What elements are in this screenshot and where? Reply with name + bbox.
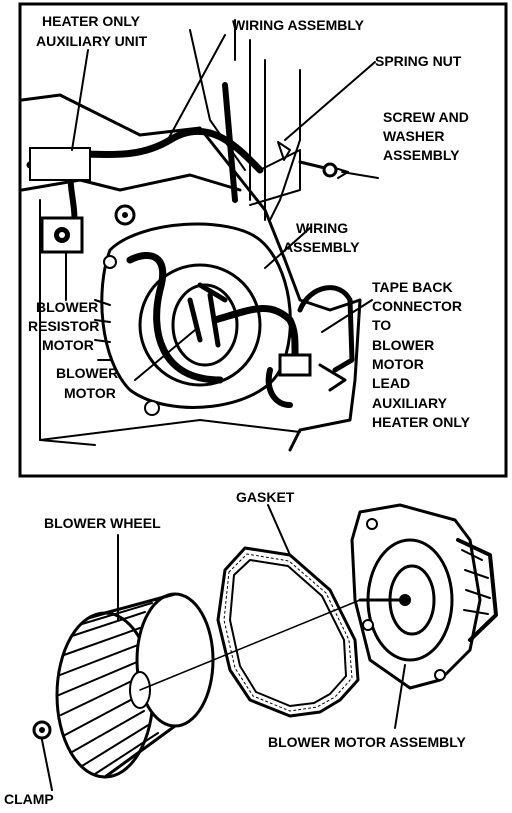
label-wiring: WIRING <box>296 220 348 236</box>
label-gasket: GASKET <box>236 489 295 505</box>
blower-motor-plate <box>94 204 292 416</box>
label-heater-only-2: HEATER ONLY <box>372 414 471 430</box>
label-assembly-2: ASSEMBLY <box>283 239 360 255</box>
label-motor: MOTOR <box>372 356 424 372</box>
blower-resistor <box>40 216 84 254</box>
top-leader-lines <box>65 34 379 381</box>
top-panel: HEATER ONLY AUXILIARY UNIT WIRING ASSEMB… <box>18 2 508 478</box>
label-wiring-assembly-top: WIRING ASSEMBLY <box>232 17 365 33</box>
top-panel-frame <box>18 2 508 478</box>
label-blower-motor-1: BLOWER <box>56 365 118 381</box>
bottom-panel: GASKET BLOWER WHEEL BLOWER MOTOR ASSEMBL… <box>4 489 498 807</box>
label-clamp: CLAMP <box>4 791 54 807</box>
blower-wheel <box>55 592 215 779</box>
label-blower-motor-2: MOTOR <box>64 385 116 401</box>
gasket-part <box>216 546 360 718</box>
label-to: TO <box>372 317 391 333</box>
label-spring-nut: SPRING NUT <box>375 53 462 69</box>
label-blower-wheel: BLOWER WHEEL <box>44 515 161 531</box>
label-blower: BLOWER <box>372 337 434 353</box>
bottom-leader-lines <box>41 504 406 791</box>
blower-motor-assembly-part <box>350 503 498 690</box>
label-blower-resistor-2: RESISTOR <box>28 318 99 334</box>
label-screw-and: SCREW AND <box>383 109 469 125</box>
label-auxiliary: AUXILIARY <box>372 395 448 411</box>
wiring-assembly-loop <box>211 285 355 408</box>
connector <box>278 353 312 377</box>
label-assembly: ASSEMBLY <box>383 147 460 163</box>
label-lead: LEAD <box>372 375 410 391</box>
auxiliary-unit-box <box>29 147 91 181</box>
label-blower-resistor-3: MOTOR <box>42 337 94 353</box>
clamp-part <box>32 720 52 740</box>
heater-housing <box>20 19 362 452</box>
label-connector: CONNECTOR <box>372 298 462 314</box>
label-washer: WASHER <box>383 128 444 144</box>
assembly-axis <box>139 599 361 691</box>
screw-washer <box>277 141 338 178</box>
label-blower-resistor-1: BLOWER <box>36 299 98 315</box>
label-auxiliary-unit: AUXILIARY UNIT <box>36 33 148 49</box>
label-blower-motor-assembly: BLOWER MOTOR ASSEMBLY <box>268 734 466 750</box>
label-tape-back: TAPE BACK <box>372 279 453 295</box>
label-heater-only: HEATER ONLY <box>42 13 141 29</box>
